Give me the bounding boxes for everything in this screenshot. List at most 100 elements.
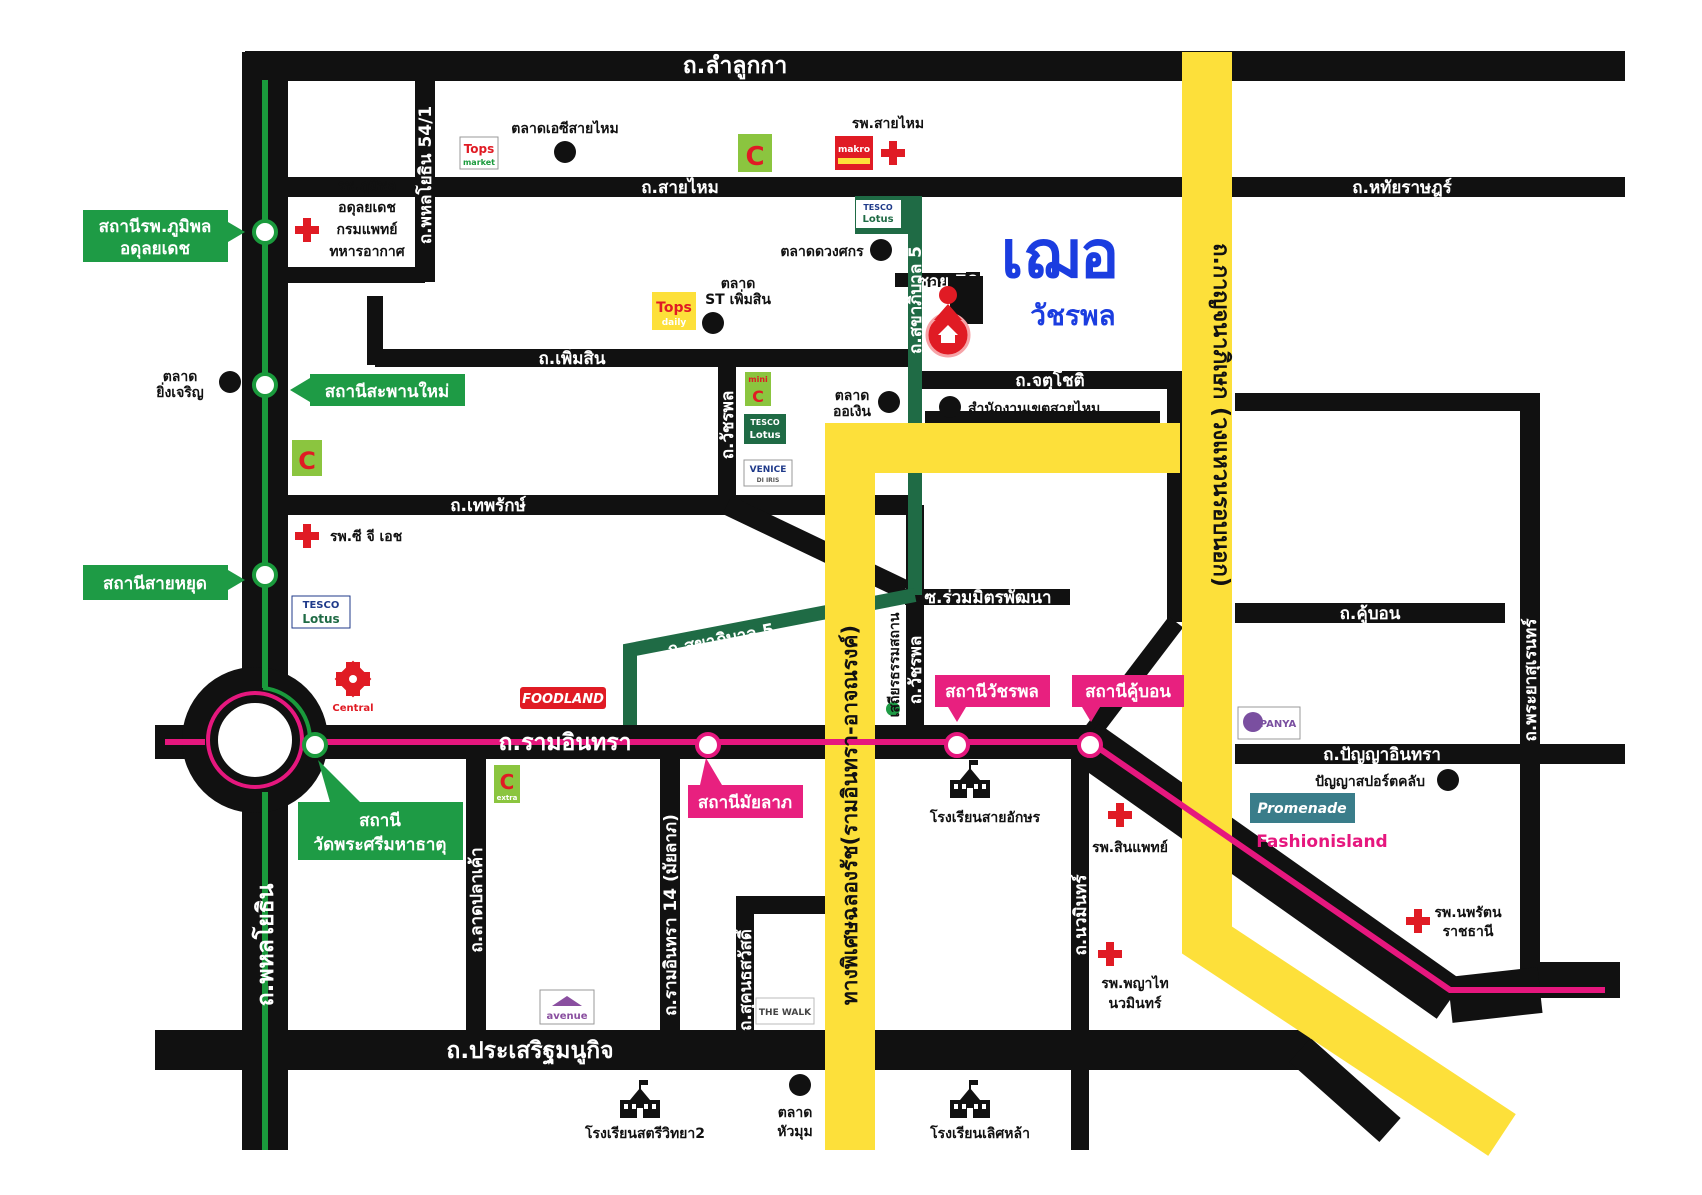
label-nopparat-hosp-1: รพ.นพรัตน	[1434, 905, 1501, 921]
label-ladplakao: ถ.ลาดปลาเค้า	[467, 847, 487, 952]
svg-text:Fashionisland: Fashionisland	[1256, 832, 1387, 852]
label-panyaintra: ถ.ปัญญาอินทรา	[1323, 745, 1441, 765]
avenue-logo: avenue	[539, 989, 595, 1025]
svg-text:TESCO: TESCO	[863, 203, 893, 212]
school-icon	[950, 760, 990, 798]
hospital-cross-icon	[295, 524, 319, 548]
station-label-wat-phra-sri-1: สถานี	[359, 810, 401, 831]
mini-bigc-logo: mini C	[745, 372, 771, 406]
svg-text:THE WALK: THE WALK	[759, 1008, 812, 1018]
label-thephrak: ถ.เทพรักษ์	[450, 495, 526, 516]
label-watcharaphon-v2: ถ.วัชรพล	[906, 636, 926, 705]
station-dot-wat-phra-sri	[302, 732, 328, 758]
brand-sub: วัชรพล	[1030, 299, 1115, 332]
panya-village-logo: PANYA	[1237, 706, 1301, 740]
svg-text:avenue: avenue	[546, 1011, 587, 1022]
label-panya-sport: ปัญญาสปอร์ตคลับ	[1315, 773, 1425, 790]
station-label-saphanmai: สถานีสะพานใหม่	[325, 381, 449, 402]
label-bhumibol-hosp-2: อดุลยเดช	[338, 200, 396, 216]
central-logo: Central	[332, 660, 374, 714]
station-label-khubon: สถานีคู้บอน	[1085, 681, 1171, 703]
label-khubon: ถ.คู้บอน	[1340, 604, 1401, 625]
sukhapiban5-road	[623, 196, 922, 725]
svg-text:C: C	[298, 447, 316, 475]
label-prasertmanukit: ถ.ประเสริฐมนูกิจ	[446, 1038, 613, 1065]
label-bhumibol-hosp-3: กรมแพทย์	[337, 221, 398, 238]
bigc-logo-2: C	[292, 440, 322, 476]
svg-text:Central: Central	[332, 703, 373, 714]
label-talad-yingcharoen-2: ยิ่งเจริญ	[155, 382, 203, 401]
office-dot-icon	[939, 396, 961, 418]
label-sukhapiban5-v: ถ.สุขาภิบาล 5	[906, 246, 926, 354]
svg-text:FOODLAND: FOODLAND	[522, 692, 604, 707]
svg-text:TESCO: TESCO	[303, 600, 340, 611]
market-dot-icon	[870, 239, 892, 261]
the-walk-logo: THE WALK	[755, 997, 815, 1025]
label-phermsin: ถ.เพิ่มสิน	[539, 346, 606, 369]
svg-text:Tops: Tops	[464, 142, 495, 156]
label-district-office: สำนักงานเขตสายไหม	[968, 399, 1100, 417]
venice-logo: VENICE DI IRIS	[743, 459, 793, 487]
market-dot-icon	[878, 391, 900, 413]
label-kanchanaphisek: ถ.กาญจนาภิเษก (วงแหวนรอบนอก)	[1208, 243, 1233, 587]
hospital-cross-icon	[881, 141, 905, 165]
bigc-logo: C	[738, 134, 772, 172]
label-talad-ac: ตลาดเอซีสายไหม	[511, 119, 618, 137]
hospital-cross-icon	[1108, 803, 1132, 827]
svg-text:C: C	[752, 387, 764, 406]
svg-text:mini: mini	[748, 375, 768, 384]
svg-text:C: C	[745, 142, 764, 172]
market-dots	[219, 141, 1459, 1096]
market-dot-icon	[702, 312, 724, 334]
bigc-extra-logo: C extra	[494, 765, 520, 803]
station-dot-watcharaphon	[944, 732, 970, 758]
label-phahonyothin-54: ถ.พหลโยธิน 54/1	[415, 106, 436, 244]
label-saimai-hosp: รพ.สายไหม	[852, 114, 924, 132]
svg-text:Promenade: Promenade	[1257, 801, 1346, 817]
temple-dot-icon	[886, 702, 900, 716]
place-labels: ตลาดเอซีสายไหม รพ.สายไหม รพ.ภูมิพล อดุลย…	[155, 114, 1501, 1142]
label-nopparat-hosp-2: ราชธานี	[1443, 924, 1494, 940]
hospital-cross-icon	[1406, 909, 1430, 933]
svg-text:DI IRIS: DI IRIS	[757, 477, 780, 484]
label-talad-huamum-1: ตลาด	[778, 1105, 813, 1121]
station-dot-bhumibol	[252, 219, 278, 245]
tesco-express-logo: TESCO Lotus	[856, 200, 901, 228]
road-kanchanaphisek	[1182, 52, 1516, 1156]
svg-text:makro: makro	[838, 145, 870, 155]
tops-market-logo: Tops market	[459, 136, 499, 170]
road-expressway	[825, 423, 1180, 1150]
label-sinphaet-hosp: รพ.สินแพทย์	[1092, 839, 1168, 856]
school-icon	[950, 1080, 990, 1118]
market-dot-icon	[789, 1074, 811, 1096]
label-phyathai-hosp-1: รพ.พญาไท	[1101, 974, 1168, 992]
svg-text:C: C	[500, 770, 515, 794]
svg-text:market: market	[463, 158, 495, 167]
station-labels: สถานีรพ.ภูมิพล อดุลยเดช สถานีสะพานใหม่ ส…	[83, 210, 1184, 860]
market-dot-icon	[219, 371, 241, 393]
store-logos: Tops market C makro TESCO Lotus Tops dai…	[291, 134, 1388, 1025]
svg-text:TESCO: TESCO	[750, 418, 780, 427]
station-dot-saiyud	[252, 562, 278, 588]
hospital-cross-icon	[1098, 942, 1122, 966]
label-nawamin: ถ.นวมินทร์	[1070, 874, 1091, 956]
label-talad-duangsak: ตลาดดวงศกร	[780, 244, 864, 260]
station-label-watcharaphon: สถานีวัชรพล	[945, 681, 1039, 702]
stations	[252, 219, 1103, 758]
label-sathian: เสถียรธรรมสถาน	[887, 612, 903, 717]
expressway-lines	[825, 52, 1516, 1156]
station-label-saiyud: สถานีสายหยุด	[103, 573, 207, 594]
label-ruammit: ซ.ร่วมมิตรพัฒนา	[925, 588, 1052, 608]
svg-text:daily: daily	[662, 318, 687, 328]
station-dot-saphanmai	[252, 372, 278, 398]
makro-logo: makro	[835, 136, 873, 170]
label-talad-orngern-2: ออเงิน	[833, 404, 871, 420]
svg-text:extra: extra	[497, 794, 518, 802]
svg-text:Lotus: Lotus	[862, 214, 893, 225]
label-ramintra-14: ถ.รามอินทรา 14 (มัยลาภ)	[661, 814, 681, 1016]
label-school-satri: โรงเรียนสตรีวิทยา2	[584, 1124, 705, 1142]
label-watcharaphon-v: ถ.วัชรพล	[718, 391, 738, 460]
label-bhumibol-hosp-1: รพ.ภูมิพล	[338, 178, 396, 194]
station-dot-khubon	[1077, 732, 1103, 758]
